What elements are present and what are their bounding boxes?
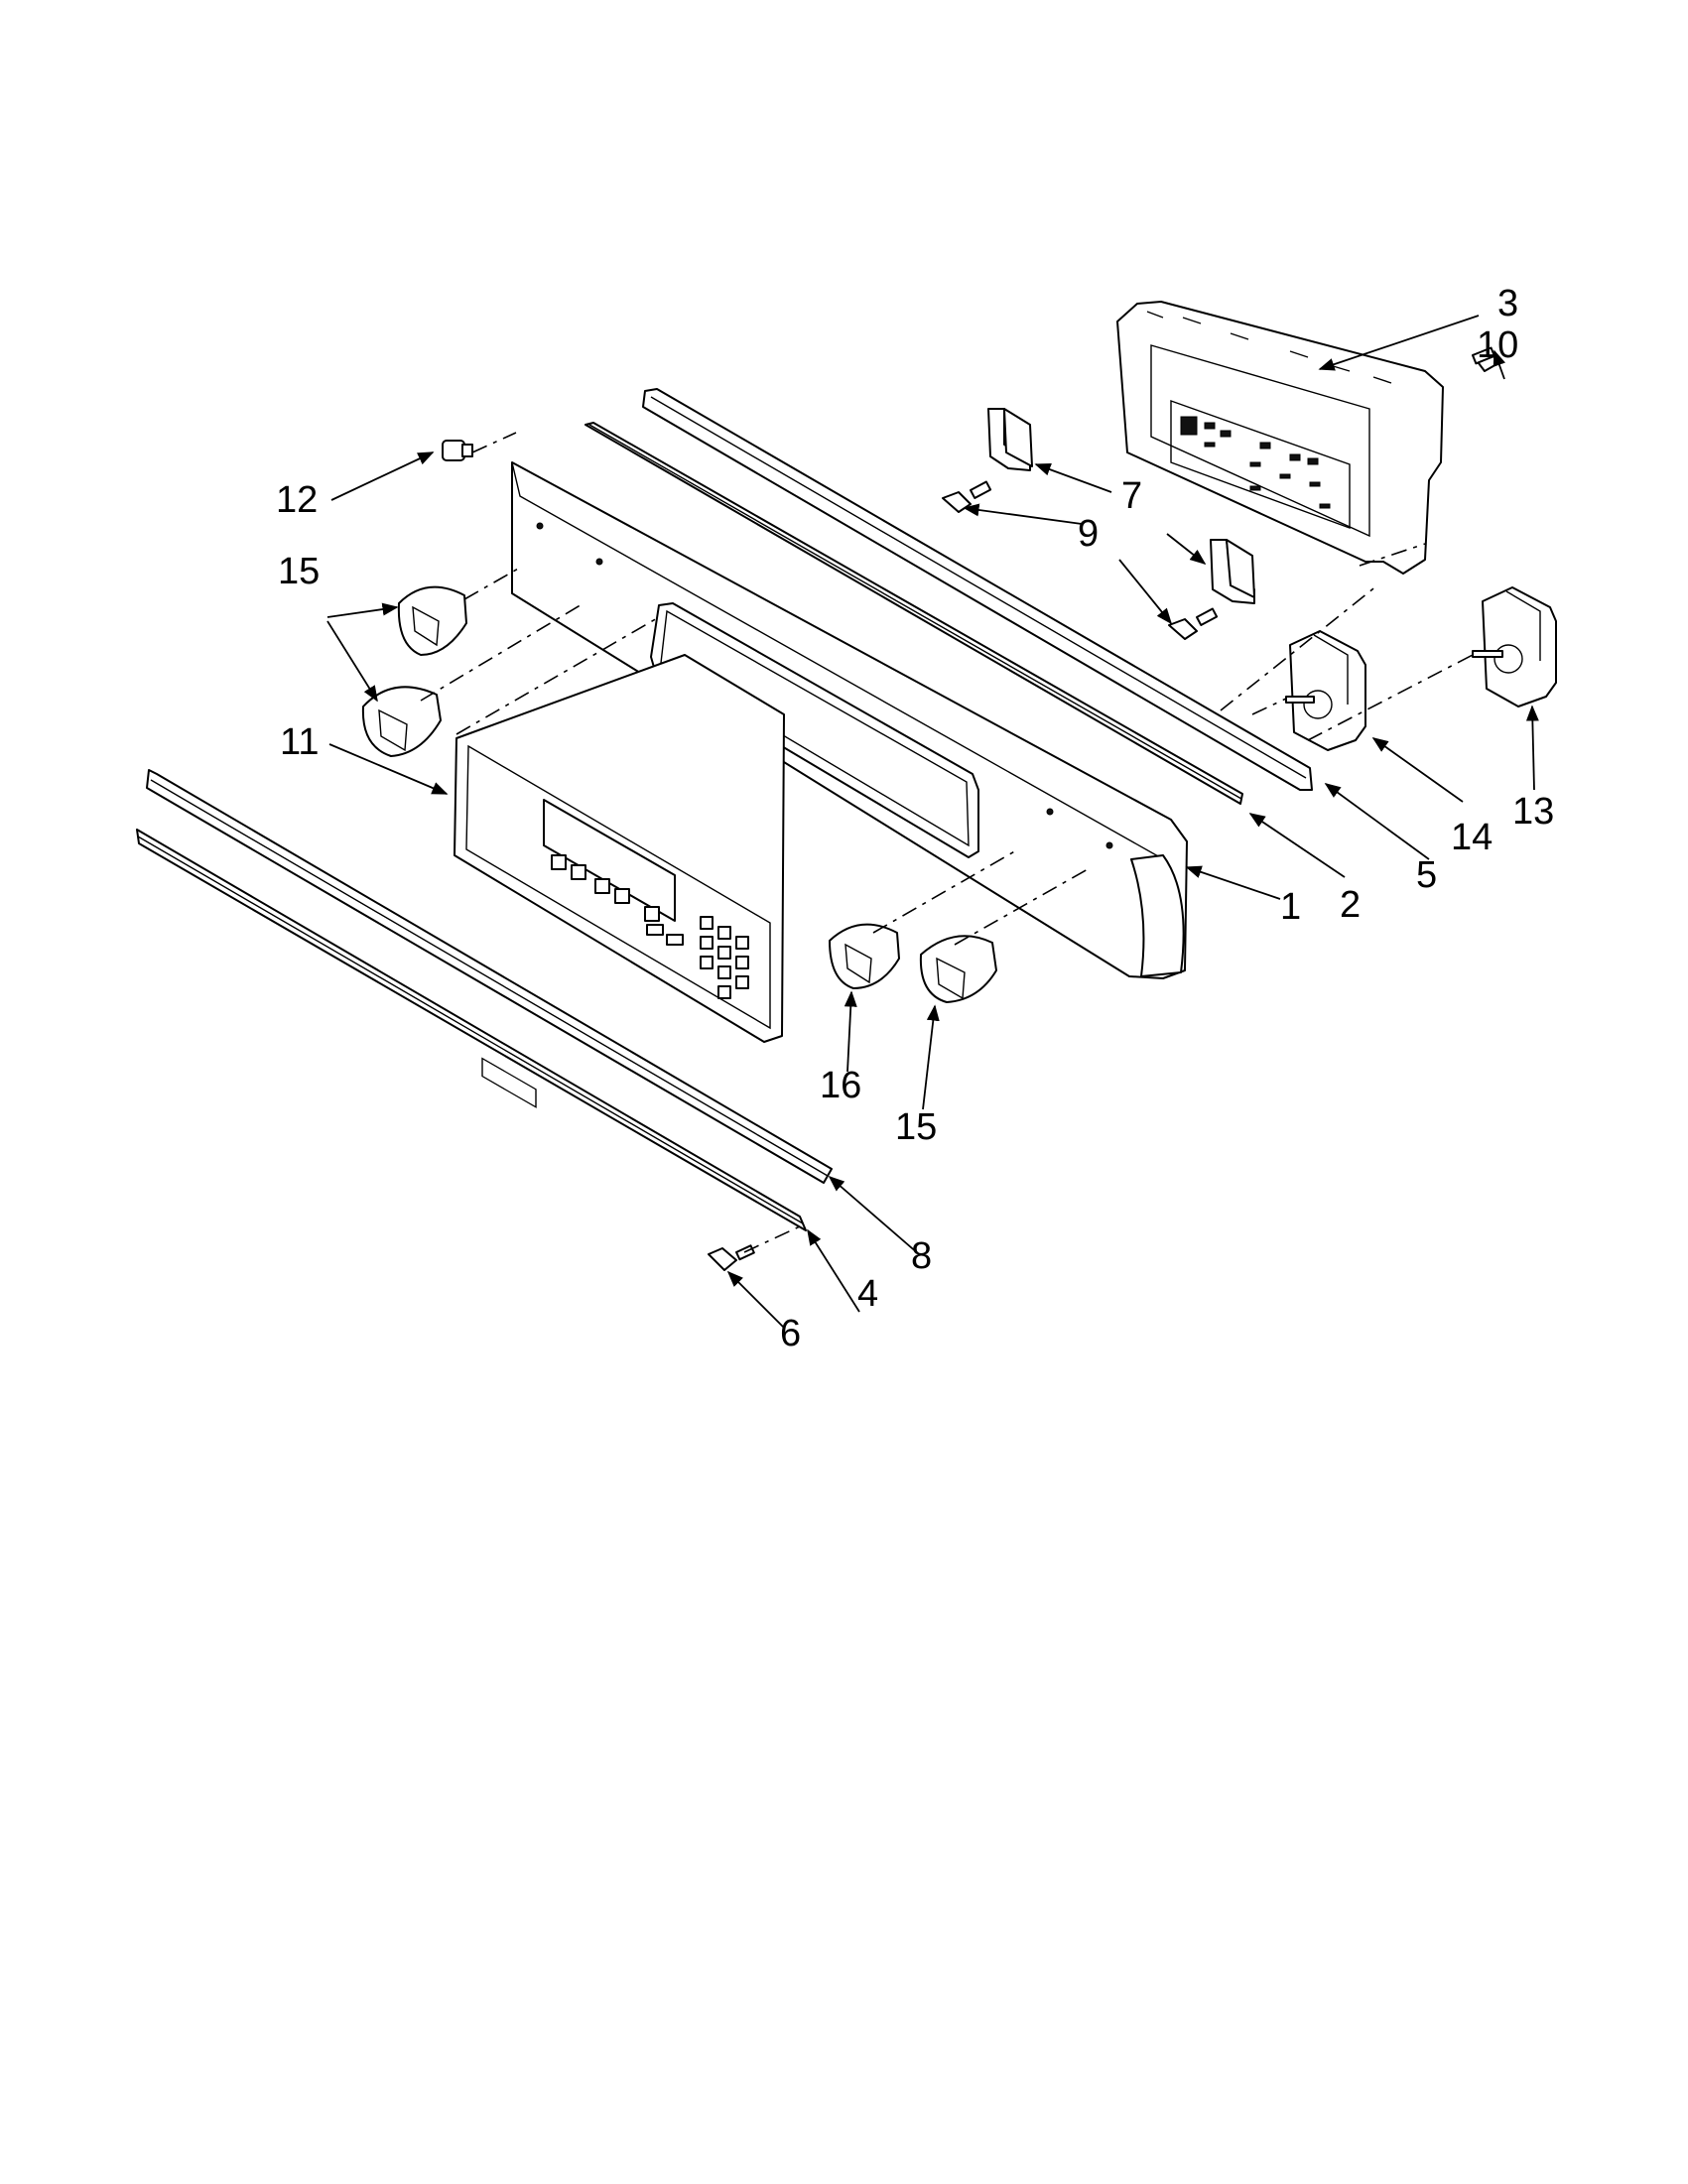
leader-lines [326,315,1539,1329]
callout-14: 14 [1451,817,1493,858]
keypad-buttons [551,854,749,999]
upper-trim-strip [584,422,1243,805]
display-segments [1204,422,1331,509]
mounting-bracket-upper [987,408,1033,471]
callout-8: 8 [911,1235,932,1277]
callout-1: 1 [1280,886,1301,928]
mounting-rail [642,388,1313,791]
screw-part-6 [708,1244,755,1271]
screw-part-9-lower [1168,607,1219,640]
lower-angle-trim [136,829,807,1231]
infinite-switch-13 [1472,586,1557,707]
knob-center-16 [829,923,900,989]
callout-15-lower: 15 [895,1106,937,1148]
knob-upper-left [397,585,467,656]
callout-15-upper: 15 [278,551,320,592]
callout-3: 3 [1497,283,1518,324]
touch-control-overlay [454,654,785,1108]
knob-lower-left [361,686,442,757]
callout-11: 11 [280,721,319,763]
callout-12: 12 [276,479,318,521]
callout-2: 2 [1340,884,1361,926]
plug-part-12 [442,440,473,461]
electronic-control-board [1116,301,1444,575]
callout-9: 9 [1078,513,1099,555]
callout-6: 6 [780,1313,801,1354]
callout-10: 10 [1477,324,1518,366]
callout-13: 13 [1512,791,1554,833]
infinite-switch-14 [1285,630,1366,751]
knob-center-15 [919,935,997,1003]
mounting-bracket-lower [1210,539,1255,604]
callout-5: 5 [1416,854,1437,896]
assembly-lines [420,432,1474,946]
lower-trim-strip [146,769,833,1184]
control-panel-backguard [511,461,1188,979]
callout-4: 4 [857,1273,878,1315]
callout-16: 16 [820,1065,861,1106]
callout-7: 7 [1121,475,1142,517]
